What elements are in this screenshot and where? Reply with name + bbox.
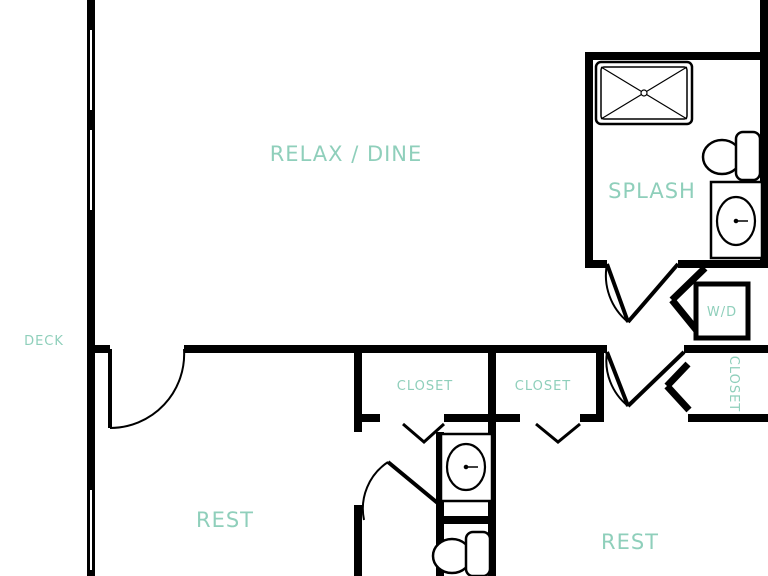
doors — [108, 262, 686, 521]
toilet-icon — [701, 130, 762, 182]
label-splash: SPLASH — [608, 179, 696, 203]
sink-icon — [709, 180, 764, 260]
label-wd: W/D — [707, 305, 737, 320]
label-relax-dine: RELAX / DINE — [270, 142, 423, 166]
room-labels: RELAX / DINE SPLASH DECK REST REST CLOSE… — [24, 142, 741, 554]
sink-icon — [439, 432, 494, 503]
label-rest-left: REST — [196, 508, 254, 532]
label-deck: DECK — [24, 334, 64, 349]
label-closet-3: CLOSET — [726, 356, 741, 413]
label-closet-1: CLOSET — [397, 379, 454, 394]
label-rest-right: REST — [601, 530, 659, 554]
washer-dryer-icon — [693, 281, 751, 341]
toilet-icon — [431, 530, 492, 576]
walls — [87, 0, 768, 576]
fixtures — [431, 60, 764, 576]
label-closet-2: CLOSET — [515, 379, 572, 394]
